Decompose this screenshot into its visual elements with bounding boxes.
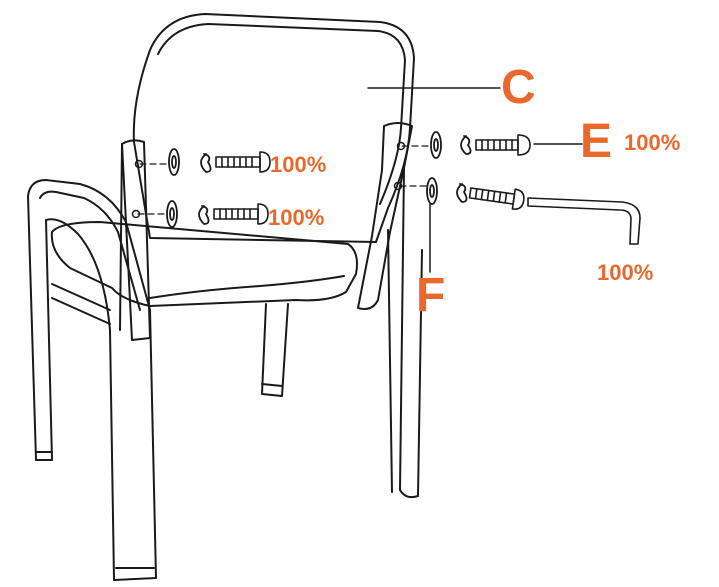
left-armrest [27,179,157,581]
quantity-hex-key: 100% [597,260,654,285]
flat-washer-icon [166,131,442,228]
leader-lines [367,87,583,273]
right-upright [357,122,423,499]
chair-seat [50,221,358,307]
guide-lines [137,145,431,215]
quantity-bolt-upper-left: 100% [270,152,327,177]
left-upright [119,139,151,341]
part-label-f: F [416,269,446,322]
mounting-holes [131,141,406,219]
back-legs [261,303,289,397]
quantity-bolt-e: 100% [624,130,681,155]
part-label-c: C [501,61,536,114]
quantity-bolt-lower-left: 100% [268,205,325,230]
part-label-e: E [580,115,613,168]
lock-washer-icon [198,135,472,225]
bolt-icon [213,134,531,225]
hex-key-icon [527,197,641,245]
